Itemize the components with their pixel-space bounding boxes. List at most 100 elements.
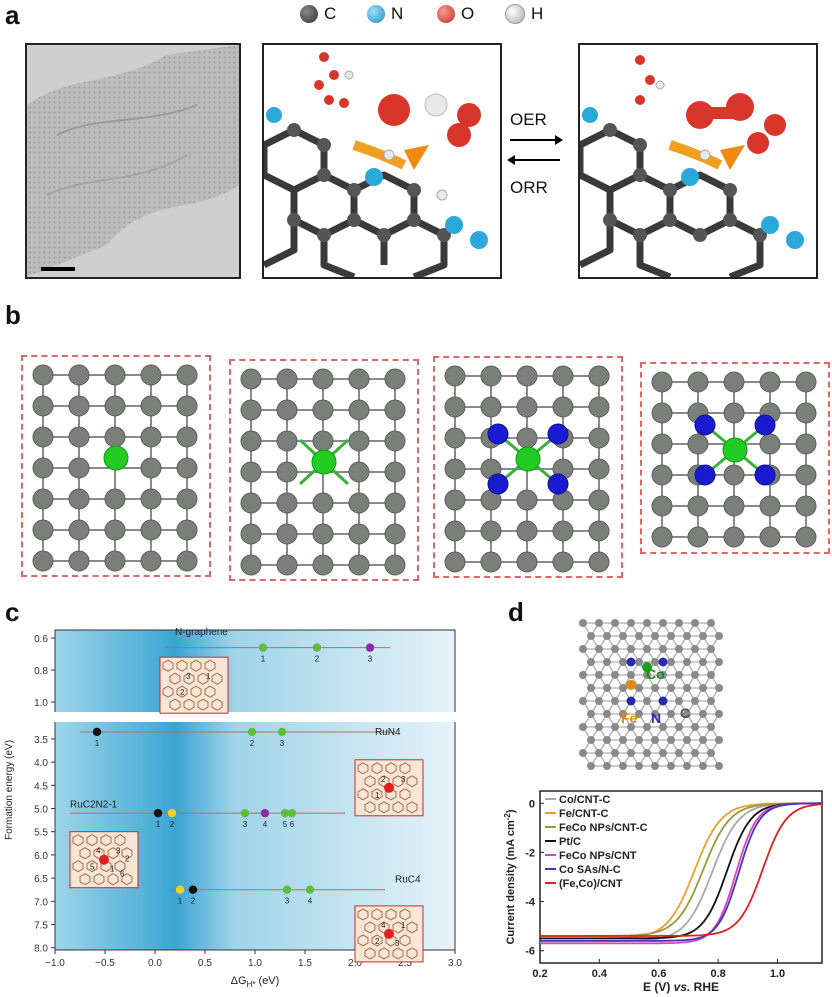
structure-model-3: [433, 356, 623, 578]
site-label: 3: [280, 739, 285, 748]
y-tick-label: 0.6: [34, 634, 48, 645]
site-point: [247, 727, 257, 737]
n-atom-label: N: [651, 710, 662, 726]
site-point: [240, 808, 250, 818]
carbon-atom: [176, 488, 198, 510]
structure-lattice-2: [240, 368, 406, 576]
graphene-surface-illustration-right: [580, 55, 804, 277]
graphene-lattice: [579, 619, 723, 770]
x-tick-label: −1.0: [45, 958, 65, 969]
carbon-atom: [588, 489, 610, 511]
carbon-atom: [240, 430, 262, 452]
lattice-atoms: [240, 368, 406, 576]
carbon-atom: [651, 464, 673, 486]
carbon-atom: [312, 523, 334, 545]
carbon-atom: [32, 395, 54, 417]
y-tick-label: -4: [525, 897, 536, 909]
inset-site-label: 2: [125, 855, 130, 864]
carbon-atom: [68, 426, 90, 448]
structure-lattice-3: [444, 365, 610, 573]
y-tick-label: 8.0: [34, 944, 48, 955]
carbon-atom: [516, 520, 538, 542]
structure-model-4: [640, 362, 830, 554]
nitrogen-atom: [626, 696, 636, 706]
carbon-atom: [723, 464, 745, 486]
fe-atom-label: Fe: [621, 710, 638, 726]
carbon-atom: [651, 526, 673, 548]
site-point: [312, 643, 322, 652]
carbon-atom: [240, 554, 262, 576]
carbon-atom: [176, 550, 198, 572]
lsv-curve: [540, 802, 822, 945]
carbon-atom: [795, 464, 817, 486]
carbon-atom: [312, 399, 334, 421]
site-label: 3: [285, 897, 290, 906]
carbon-atom: [384, 399, 406, 421]
carbon-atom: [276, 492, 298, 514]
carbon-atom: [348, 492, 370, 514]
structure-model-2: [229, 359, 419, 581]
legend-label: Fe/CNT-C: [559, 808, 609, 820]
x-tick-label: 0.4: [592, 968, 608, 980]
carbon-atom: [723, 402, 745, 424]
carbon-atom: [588, 396, 610, 418]
carbon-atom: [795, 433, 817, 455]
carbon-atom: [68, 519, 90, 541]
carbon-atom: [140, 395, 162, 417]
carbon-atom: [140, 426, 162, 448]
carbon-atom: [68, 550, 90, 572]
carbon-atom: [759, 495, 781, 517]
y-tick-label: 7.5: [34, 920, 48, 931]
carbon-atom: [759, 433, 781, 455]
panel-label-c: c: [5, 597, 20, 627]
oxygen-atom-icon: [437, 5, 455, 23]
y-tick-label: 6.0: [34, 851, 48, 862]
carbon-atom: [348, 368, 370, 390]
site-label: 1: [95, 739, 100, 748]
carbon-atom: [32, 426, 54, 448]
carbon-atom: [276, 523, 298, 545]
carbon-atom: [552, 551, 574, 573]
site-point: [153, 808, 163, 818]
carbon-atom: [32, 488, 54, 510]
metal-center-atom: [722, 437, 748, 463]
oer-orr-arrows: [507, 135, 563, 165]
y-tick-label: 6.5: [34, 874, 48, 885]
x-tick-label: 3.0: [448, 958, 462, 969]
carbon-atom: [687, 526, 709, 548]
carbon-atom: [176, 364, 198, 386]
carbon-atom: [723, 526, 745, 548]
carbon-atom: [276, 554, 298, 576]
y-tick-label: 4.5: [34, 781, 48, 792]
inset-site-label: 2: [375, 937, 380, 946]
nitrogen-atom: [487, 423, 509, 445]
lattice-atoms: [444, 365, 610, 573]
ru-atom: [384, 782, 394, 793]
nitrogen-atom: [694, 464, 716, 486]
legend-label-c: C: [324, 4, 337, 23]
carbon-atom: [651, 433, 673, 455]
x-axis-label: E (V) vs. RHE: [643, 980, 719, 994]
carbon-atom: [312, 492, 334, 514]
site-label: 4: [263, 820, 268, 829]
carbon-atom: [687, 433, 709, 455]
site-label: 3: [368, 655, 373, 664]
y-tick-label: 3.5: [34, 735, 48, 746]
y-tick-label: 0: [529, 798, 535, 810]
inset-site-label: 4: [96, 847, 101, 856]
carbon-atom: [480, 396, 502, 418]
carbon-atom: [176, 519, 198, 541]
carbon-atom: [384, 554, 406, 576]
carbon-atom: [240, 523, 262, 545]
legend-label: FeCo NPs/CNT: [559, 850, 637, 862]
inset-site-label: 6: [120, 870, 125, 879]
x-tick-label: −0.5: [95, 958, 115, 969]
carbon-atom: [240, 461, 262, 483]
carbon-atom: [651, 402, 673, 424]
carbon-atom: [444, 551, 466, 573]
panel-label-a: a: [5, 0, 20, 30]
nitrogen-atom: [658, 696, 668, 706]
carbon-atom: [588, 551, 610, 573]
